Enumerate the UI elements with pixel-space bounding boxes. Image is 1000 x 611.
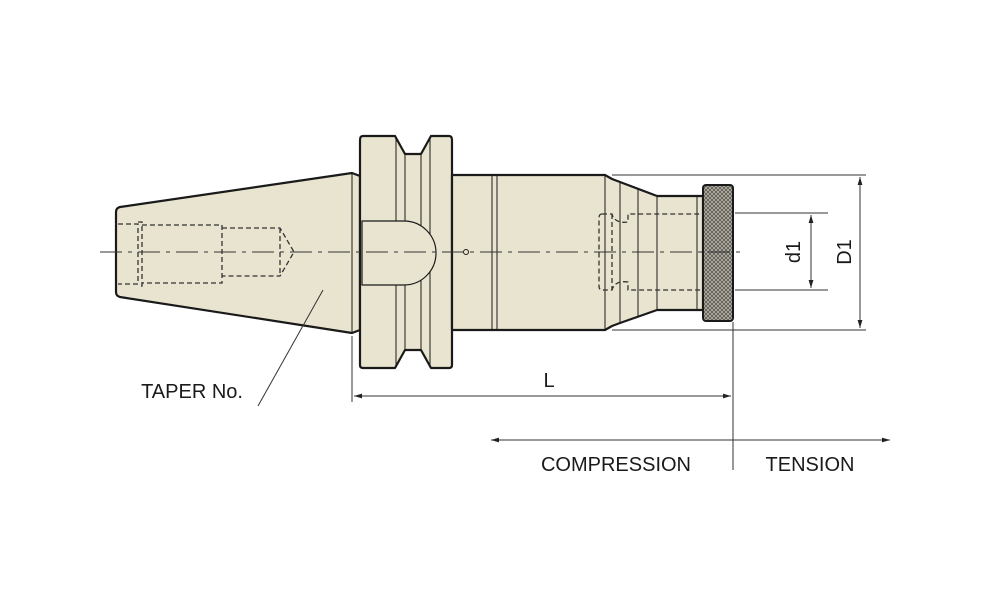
knurled-nut: [702, 184, 734, 322]
compression-label: COMPRESSION: [541, 454, 691, 476]
D1-label: D1: [834, 239, 856, 265]
length-label: L: [543, 370, 554, 392]
taper-shank: [114, 171, 362, 335]
taper-callout: TAPER No.: [141, 289, 324, 407]
taper-label: TAPER No.: [141, 381, 243, 403]
keyway: [361, 220, 437, 286]
length-dimension: L: [351, 322, 734, 470]
d1-label: d1: [783, 241, 805, 263]
float-direction: COMPRESSION TENSION: [491, 437, 890, 476]
diameter-dimensions: d1 D1: [612, 174, 866, 331]
tension-label: TENSION: [766, 454, 855, 476]
